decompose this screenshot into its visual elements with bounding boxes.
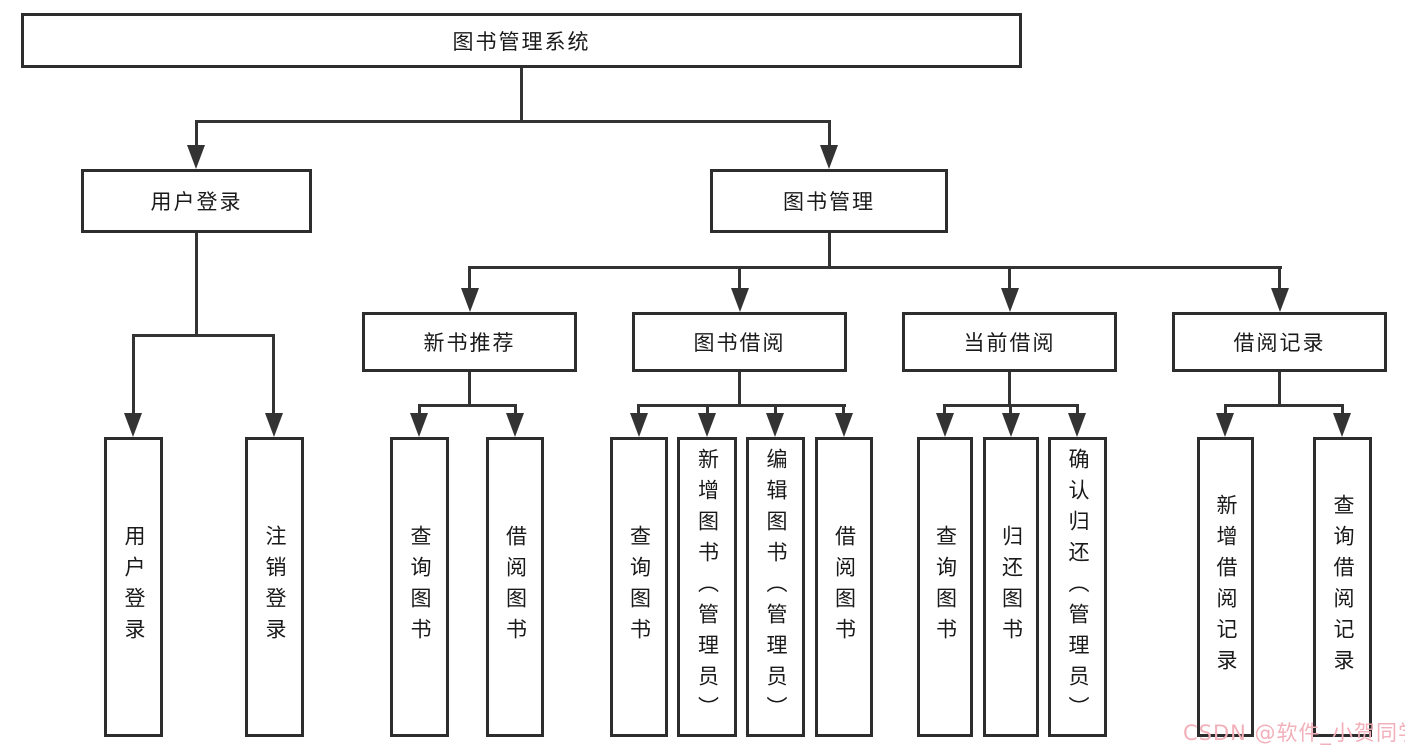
node-root: 图书管理系统 (21, 13, 1022, 68)
arrow-down-icon (1001, 288, 1019, 312)
node-book-management: 图书管理 (710, 169, 948, 233)
leaf-current-query-book: 查询图书 (917, 437, 973, 737)
leaf-label: 查询图书 (933, 525, 958, 649)
edge-root-trunk (520, 68, 523, 123)
leaf-borrow-borrow-book: 借阅图书 (815, 437, 873, 737)
edge-leaf-stub (272, 334, 275, 416)
leaf-current-return-book: 归还图书 (983, 437, 1039, 737)
edge-book-borrow-rail (637, 404, 846, 407)
leaf-label: 查询借阅记录 (1331, 494, 1355, 680)
arrow-down-icon (698, 413, 716, 437)
edge-user-login-stub (195, 120, 198, 148)
node-current-borrow: 当前借阅 (902, 312, 1117, 372)
edge-leaf-stub (943, 404, 946, 417)
edge-book-mgmt-stub (828, 120, 831, 148)
leaf-label: 查询图书 (408, 525, 432, 649)
edge-borrow-records-rail (1224, 404, 1344, 407)
arrow-down-icon (630, 413, 648, 437)
edge-leaf-stub (1009, 404, 1012, 417)
leaf-label: 借阅图书 (503, 525, 528, 649)
leaf-record-query-record: 查询借阅记录 (1313, 437, 1372, 737)
edge-level3-stub (1278, 266, 1281, 292)
edge-leaf-stub (1076, 404, 1079, 417)
leaf-label: 查询图书 (627, 525, 652, 649)
edge-level2-rail (195, 120, 831, 123)
node-new-book-recommend: 新书推荐 (362, 312, 577, 372)
arrow-down-icon (835, 413, 853, 437)
arrow-down-icon (187, 145, 205, 169)
arrow-down-icon (766, 413, 784, 437)
arrow-down-icon (410, 413, 428, 437)
edge-leaf-stub (514, 404, 517, 417)
arrow-down-icon (1068, 413, 1086, 437)
leaf-label: 注销登录 (263, 525, 287, 649)
edge-leaf-stub (418, 404, 421, 417)
leaf-recommend-query-book: 查询图书 (390, 437, 449, 737)
arrow-down-icon (1002, 413, 1020, 437)
arrow-down-icon (936, 413, 954, 437)
edge-current-borrow-trunk (1008, 372, 1011, 407)
arrow-down-icon (265, 413, 283, 437)
edge-leaf-stub (842, 404, 845, 417)
edge-level3-rail (468, 266, 1282, 269)
edge-leaf-stub (132, 334, 135, 416)
leaf-logout: 注销登录 (245, 437, 304, 737)
edge-level3-stub (1008, 266, 1011, 292)
edge-leaf-stub (637, 404, 640, 417)
arrow-down-icon (124, 413, 142, 437)
node-book-borrow: 图书借阅 (632, 312, 847, 372)
leaf-user-login: 用户登录 (104, 437, 163, 737)
edge-book-borrow-trunk (738, 372, 741, 407)
edge-user-login-rail (132, 334, 275, 337)
arrow-down-icon (1271, 288, 1289, 312)
edge-leaf-stub (1224, 404, 1227, 417)
edge-leaf-stub (1341, 404, 1344, 417)
arrow-down-icon (506, 413, 524, 437)
arrow-down-icon (731, 288, 749, 312)
arrow-down-icon (1216, 413, 1234, 437)
leaf-record-add-record: 新增借阅记录 (1197, 437, 1254, 737)
leaf-label: 新增图书（管理员） (695, 447, 720, 727)
leaf-recommend-borrow-book: 借阅图书 (486, 437, 544, 737)
leaf-borrow-edit-book-admin: 编辑图书（管理员） (746, 437, 805, 737)
arrow-down-icon (820, 145, 838, 169)
edge-level3-stub (738, 266, 741, 292)
leaf-current-confirm-return-admin: 确认归还（管理员） (1048, 437, 1107, 737)
edge-leaf-stub (774, 404, 777, 417)
node-user-login: 用户登录 (81, 169, 312, 233)
leaf-label: 新增借阅记录 (1214, 494, 1238, 680)
csdn-watermark: CSDN @软件_小贺同学 (1183, 721, 1405, 745)
edge-level3-stub (468, 266, 471, 292)
node-borrow-records: 借阅记录 (1172, 312, 1387, 372)
leaf-label: 用户登录 (122, 525, 146, 649)
leaf-borrow-add-book-admin: 新增图书（管理员） (677, 437, 737, 737)
edge-book-mgmt-trunk (828, 233, 831, 269)
leaf-label: 借阅图书 (832, 525, 857, 649)
arrow-down-icon (1333, 413, 1351, 437)
leaf-borrow-query-book: 查询图书 (610, 437, 668, 737)
arrow-down-icon (461, 288, 479, 312)
edge-leaf-stub (706, 404, 709, 417)
leaf-label: 编辑图书（管理员） (764, 447, 788, 727)
edge-new-book-trunk (468, 372, 471, 407)
edge-new-book-rail (418, 404, 517, 407)
leaf-label: 确认归还（管理员） (1066, 447, 1090, 727)
leaf-label: 归还图书 (999, 525, 1024, 649)
edge-user-login-trunk (195, 233, 198, 336)
edge-borrow-records-trunk (1278, 372, 1281, 407)
